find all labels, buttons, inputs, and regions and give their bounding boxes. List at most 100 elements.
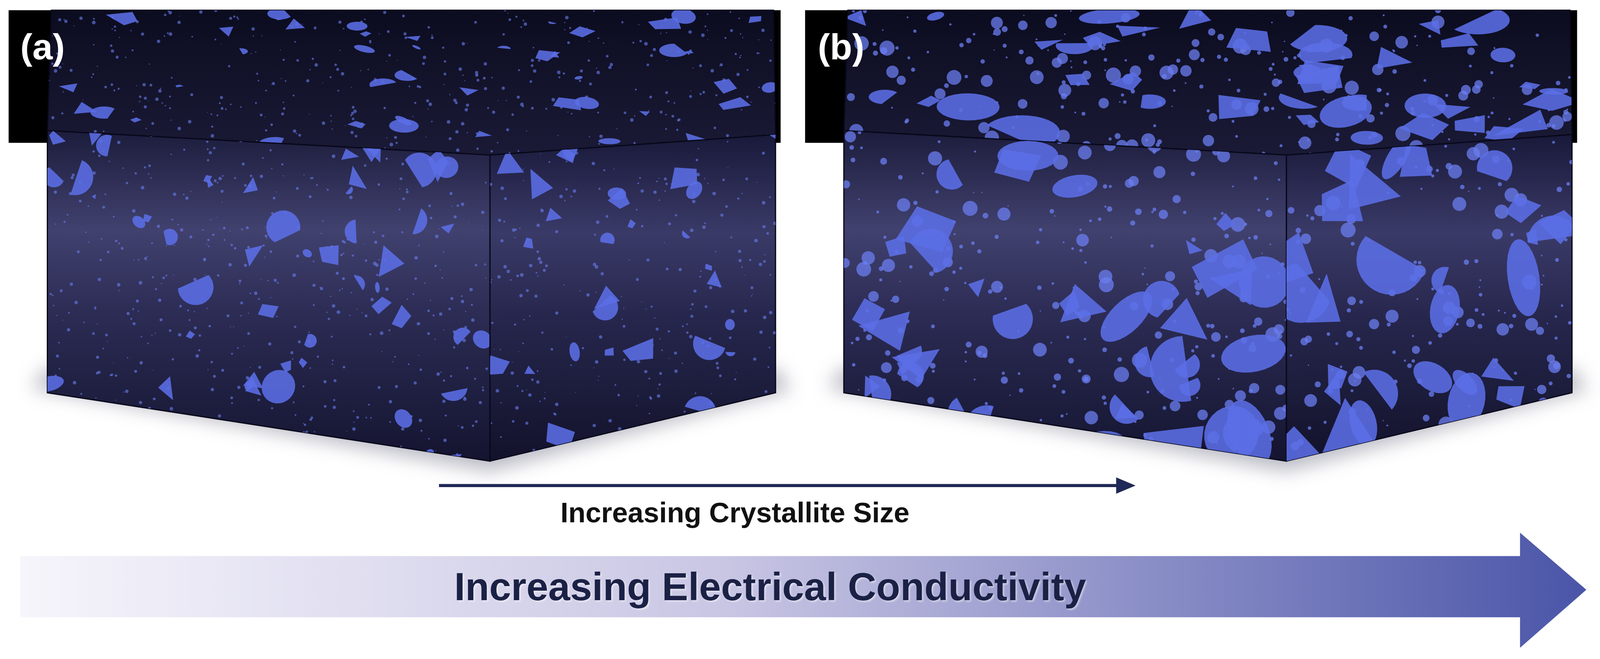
crystallite-dot xyxy=(531,378,534,381)
crystallite xyxy=(622,337,654,361)
crystallite xyxy=(627,219,636,229)
crystallite-dot xyxy=(139,95,142,98)
crystallite-dot xyxy=(93,43,95,46)
crystallite-dot xyxy=(130,317,133,320)
crystallite-dot xyxy=(617,426,622,431)
crystallite-dot xyxy=(1131,142,1133,145)
crystallite-dot xyxy=(71,173,75,177)
crystallite-dot xyxy=(460,295,463,297)
crystallite-dot xyxy=(104,193,107,196)
crystallite xyxy=(71,431,97,466)
crystallite-dot xyxy=(465,310,467,313)
crystallite-dot xyxy=(434,264,437,268)
crystallite xyxy=(496,149,525,174)
crystallite-dot xyxy=(689,453,692,456)
crystallite-dot xyxy=(69,68,73,72)
crystallite-dot xyxy=(1028,447,1044,462)
crystallite-dot xyxy=(677,417,680,420)
crystallite-dot xyxy=(884,349,891,356)
crystallite-dot xyxy=(471,424,475,427)
crystallite-dot xyxy=(987,289,993,294)
crystallite-dot xyxy=(474,21,477,24)
crystallite-dot xyxy=(448,307,451,311)
crystallite-dot xyxy=(156,438,159,441)
crystallite-dot xyxy=(595,359,599,364)
crystallite-dot xyxy=(525,421,529,425)
crystallite-dot xyxy=(356,140,359,142)
crystallite-dot xyxy=(311,57,314,60)
crystallite-dot xyxy=(598,375,600,377)
crystallite-dot xyxy=(491,110,496,114)
crystallite-dot xyxy=(1382,14,1385,17)
crystallite-dot xyxy=(1125,178,1134,188)
crystallite-dot xyxy=(206,148,209,150)
crystallite-dot xyxy=(1055,448,1058,451)
crystallite-dot xyxy=(1286,8,1295,18)
crystallite xyxy=(106,12,138,26)
crystallite-dot xyxy=(1154,331,1163,339)
crystallite-dot xyxy=(725,134,729,138)
crystallite-dot xyxy=(330,120,332,122)
crystallite-dot xyxy=(240,106,242,109)
crystallite-dot xyxy=(228,16,232,20)
crystallite-dot xyxy=(170,153,172,155)
crystallite-dot xyxy=(689,95,692,99)
crystallite-dot xyxy=(1083,376,1089,382)
crystallite-dot xyxy=(135,299,139,303)
crystallite xyxy=(1519,81,1541,90)
crystallite-dot xyxy=(221,175,224,177)
crystallite-dot xyxy=(503,265,507,269)
crystallite-dot xyxy=(295,187,299,191)
crystallite-dot xyxy=(665,182,668,186)
crystallite-dot xyxy=(756,52,759,55)
crystallite xyxy=(713,78,738,94)
crystallite-dot xyxy=(1240,328,1245,333)
crystallite-dot xyxy=(340,72,345,76)
crystallite-dot xyxy=(852,9,856,13)
crystallite-dot xyxy=(519,293,523,297)
crystallite-dot xyxy=(511,419,515,423)
crystallite-dot xyxy=(539,153,541,155)
crystallite xyxy=(1404,93,1447,119)
crystallite-dot xyxy=(405,190,409,193)
crystallite-dot xyxy=(163,13,167,17)
crystallite-dot xyxy=(231,402,233,404)
crystallite-dot xyxy=(262,244,265,247)
crystallite-dot xyxy=(110,83,114,86)
crystallite-dot xyxy=(963,281,967,285)
crystallite-dot xyxy=(75,405,78,408)
crystallite-dot xyxy=(264,256,266,258)
crystallite-dot xyxy=(644,136,647,138)
crystallite-dot xyxy=(610,438,614,442)
crystallite-dot xyxy=(57,341,60,344)
crystallite-dot xyxy=(259,113,263,117)
crystallite-dot xyxy=(442,399,446,403)
crystallite-dot xyxy=(503,197,507,200)
crystallite-dot xyxy=(515,15,518,18)
crystallite-dot xyxy=(1467,47,1475,56)
crystallite-dot xyxy=(356,308,358,310)
crystallite-dot xyxy=(245,226,249,230)
crystallite xyxy=(1492,109,1548,136)
crystallite-dot xyxy=(210,360,213,364)
crystallite-dot xyxy=(104,85,107,89)
crystallite-dot xyxy=(373,132,377,135)
crystallite-dot xyxy=(79,16,83,20)
crystallite-dot xyxy=(414,101,417,104)
crystallite-dot xyxy=(377,183,381,186)
crystallite-dot xyxy=(1033,342,1047,357)
crystallite-dot xyxy=(632,41,635,44)
crystallite-dot xyxy=(364,259,368,262)
crystallite-dot xyxy=(1428,34,1432,38)
crystallite-dot xyxy=(975,345,988,358)
crystallite-dot xyxy=(349,195,353,199)
crystallite-dot xyxy=(96,371,99,375)
crystallite-dot xyxy=(493,348,495,350)
crystallite xyxy=(725,318,735,331)
crystallite-dot xyxy=(243,450,246,453)
crystallite-dot xyxy=(428,149,432,152)
crystallite-dot xyxy=(597,379,599,381)
crystallite-dot xyxy=(506,269,511,273)
crystallite-dot xyxy=(972,33,976,36)
crystallite-dot xyxy=(276,191,278,193)
